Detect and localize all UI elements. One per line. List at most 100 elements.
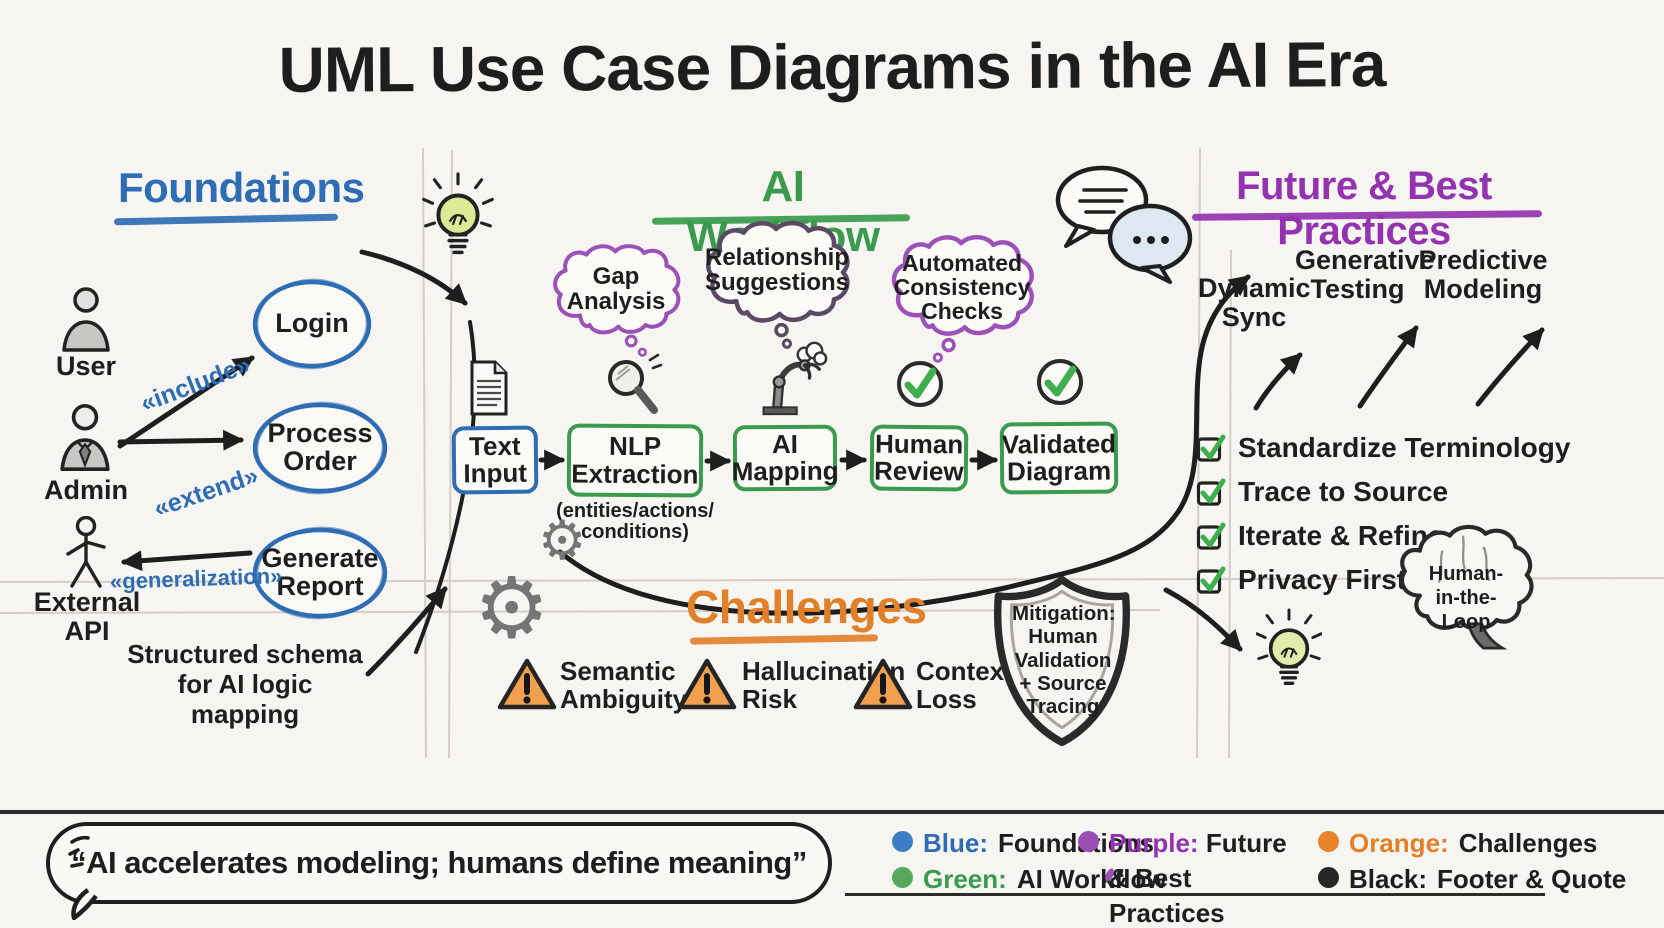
brain-icon — [1399, 524, 1534, 650]
orange-dot-icon — [1318, 831, 1339, 852]
actor-admin-label: Admin — [44, 475, 128, 505]
legend-item-purple: Purple: Future & Best Practices — [1078, 826, 1290, 928]
legend-label: Footer & Quote — [1437, 864, 1627, 894]
checkbox-checked-icon — [1196, 478, 1226, 506]
purple-dot-icon — [1078, 831, 1099, 852]
challenge-semantic-ambiguity: Semantic Ambiguity — [560, 656, 688, 714]
usecase-ellipse — [252, 401, 388, 495]
future-heading: Future & Best Practices — [1236, 164, 1492, 253]
legend-color-name: Black: — [1349, 864, 1428, 894]
thought-cloud-label: Automated Consistency Checks — [893, 249, 1031, 325]
trend-predictive-modeling: Predictive Modeling — [1418, 245, 1548, 304]
warning-triangle-icon — [497, 658, 557, 710]
challenges-heading: Challenges — [686, 581, 927, 633]
green-dot-icon — [892, 867, 913, 888]
thought-cloud-relationship-suggestions: Relationship Suggestions — [698, 220, 856, 350]
checklist-label: Privacy First — [1238, 564, 1407, 595]
generative-testing-arrow — [1357, 325, 1419, 409]
footer-divider-line — [0, 810, 1664, 814]
legend-item-blue: Blue: Foundations — [892, 826, 1154, 861]
generalization-arrow — [120, 550, 253, 572]
document-icon — [470, 360, 508, 416]
brain-label: Human-in-the-Loop — [1428, 563, 1504, 633]
include-arrow — [117, 355, 255, 449]
warning-triangle-icon — [677, 658, 737, 710]
step-label: NLP Extraction — [571, 431, 699, 489]
actor-external-api-label: External API — [33, 587, 141, 646]
lightbulb-icon — [1256, 608, 1322, 685]
legend-item-black: Black: Footer & Quote — [1318, 862, 1626, 897]
legend-item-green: Green: AI Workflow — [892, 862, 1167, 897]
admin-processorder-arrow — [117, 429, 245, 451]
usecase-login: Login — [250, 277, 374, 371]
lightbulb-icon — [422, 172, 494, 255]
shield-icon — [994, 575, 1130, 747]
usecase-login-label: Login — [275, 308, 349, 339]
step-label: Text Input — [463, 430, 528, 489]
quote-text: “AI accelerates modeling; humans define … — [71, 845, 807, 880]
foundations-to-workflow-arrow — [359, 249, 468, 306]
checkbox-checked-icon — [1196, 434, 1226, 462]
thought-cloud-gap-analysis: Gap Analysis — [548, 238, 684, 364]
usecase-process-order-label: Process Order — [267, 418, 373, 476]
checklist-item: Privacy First — [1194, 564, 1406, 596]
thought-cloud-label: Gap Analysis — [566, 262, 666, 315]
page-title: UML Use Case Diagrams in the AI Era — [278, 28, 1386, 106]
challenge-context-loss: Context Loss — [916, 656, 1013, 714]
usecase-process-order: Process Order — [250, 400, 390, 496]
check-circle-icon — [897, 361, 943, 407]
blue-dot-icon — [892, 831, 913, 852]
predictive-modeling-arrow — [1475, 327, 1545, 407]
shield-label: Mitigation: Human Validation + Source Tr… — [1012, 602, 1116, 719]
step-ai-mapping: AI Mapping — [731, 424, 839, 492]
legend-color-name: Purple: — [1109, 828, 1199, 858]
legend-label: Challenges — [1458, 828, 1598, 858]
checkbox-checked-icon — [1196, 566, 1226, 594]
step-nlp-sublabel: (entities/actions/ conditions) — [556, 500, 714, 544]
checkbox-checked-icon — [1196, 522, 1226, 550]
step-validated-diagram: Validated Diagram — [999, 421, 1119, 495]
foundations-heading: Foundations — [118, 164, 365, 211]
robot-arm-icon — [762, 341, 828, 416]
legend-label: Future & Best Practices — [1109, 828, 1287, 928]
checklist-label: Trace to Source — [1238, 476, 1449, 507]
warning-triangle-icon — [853, 658, 913, 710]
thought-cloud-automated-consistency: Automated Consistency Checks — [886, 226, 1038, 364]
black-dot-icon — [1318, 867, 1339, 888]
checklist-item: Standardize Terminology — [1194, 432, 1570, 464]
usecase-generate-report-label: Generate Report — [261, 543, 379, 601]
legend-label: Foundations — [998, 828, 1154, 858]
dynamic-sync-arrow — [1253, 352, 1303, 411]
shield-to-bulb-arrow — [1163, 587, 1243, 652]
legend-color-name: Orange: — [1349, 828, 1449, 858]
checklist-label: Iterate & Refine — [1238, 520, 1444, 551]
checklist-label: Standardize Terminology — [1238, 432, 1571, 463]
chat-bubbles-icon — [1055, 165, 1193, 284]
usecase-generate-report: Generate Report — [250, 525, 390, 621]
quote-bubble: “AI accelerates modeling; humans define … — [46, 822, 832, 904]
step-label: Validated Diagram — [1001, 428, 1117, 487]
checklist-item: Iterate & Refine — [1194, 520, 1443, 552]
user-actor-icon — [62, 287, 110, 352]
step-human-review: Human Review — [869, 424, 969, 492]
checklist-item: Trace to Source — [1194, 476, 1448, 508]
legend-bottom-line — [845, 893, 1545, 896]
magnifier-icon — [608, 353, 663, 414]
legend-color-name: Blue: — [923, 828, 988, 858]
gear-icon: ⚙ — [474, 559, 550, 657]
gear-icon: ⚙ — [538, 509, 587, 572]
external-api-actor-icon — [66, 516, 106, 588]
step-label: Human Review — [873, 428, 964, 487]
foundations-note: Structured schema for AI logic mapping — [127, 639, 363, 729]
step-label: AI Mapping — [731, 428, 839, 487]
usecase-ellipse — [252, 278, 372, 370]
actor-user-label: User — [55, 351, 117, 381]
challenge-hallucination-risk: Hallucination Risk — [742, 656, 906, 714]
trend-dynamic-sync: Dynamic Sync — [1198, 273, 1311, 332]
step-text-input: Text Input — [451, 425, 539, 495]
thought-cloud-label: Relationship Suggestions — [705, 243, 850, 296]
step-nlp-extraction: NLP Extraction — [566, 423, 704, 498]
usecase-ellipse — [252, 526, 388, 620]
legend-label: AI Workflow — [1016, 864, 1167, 894]
